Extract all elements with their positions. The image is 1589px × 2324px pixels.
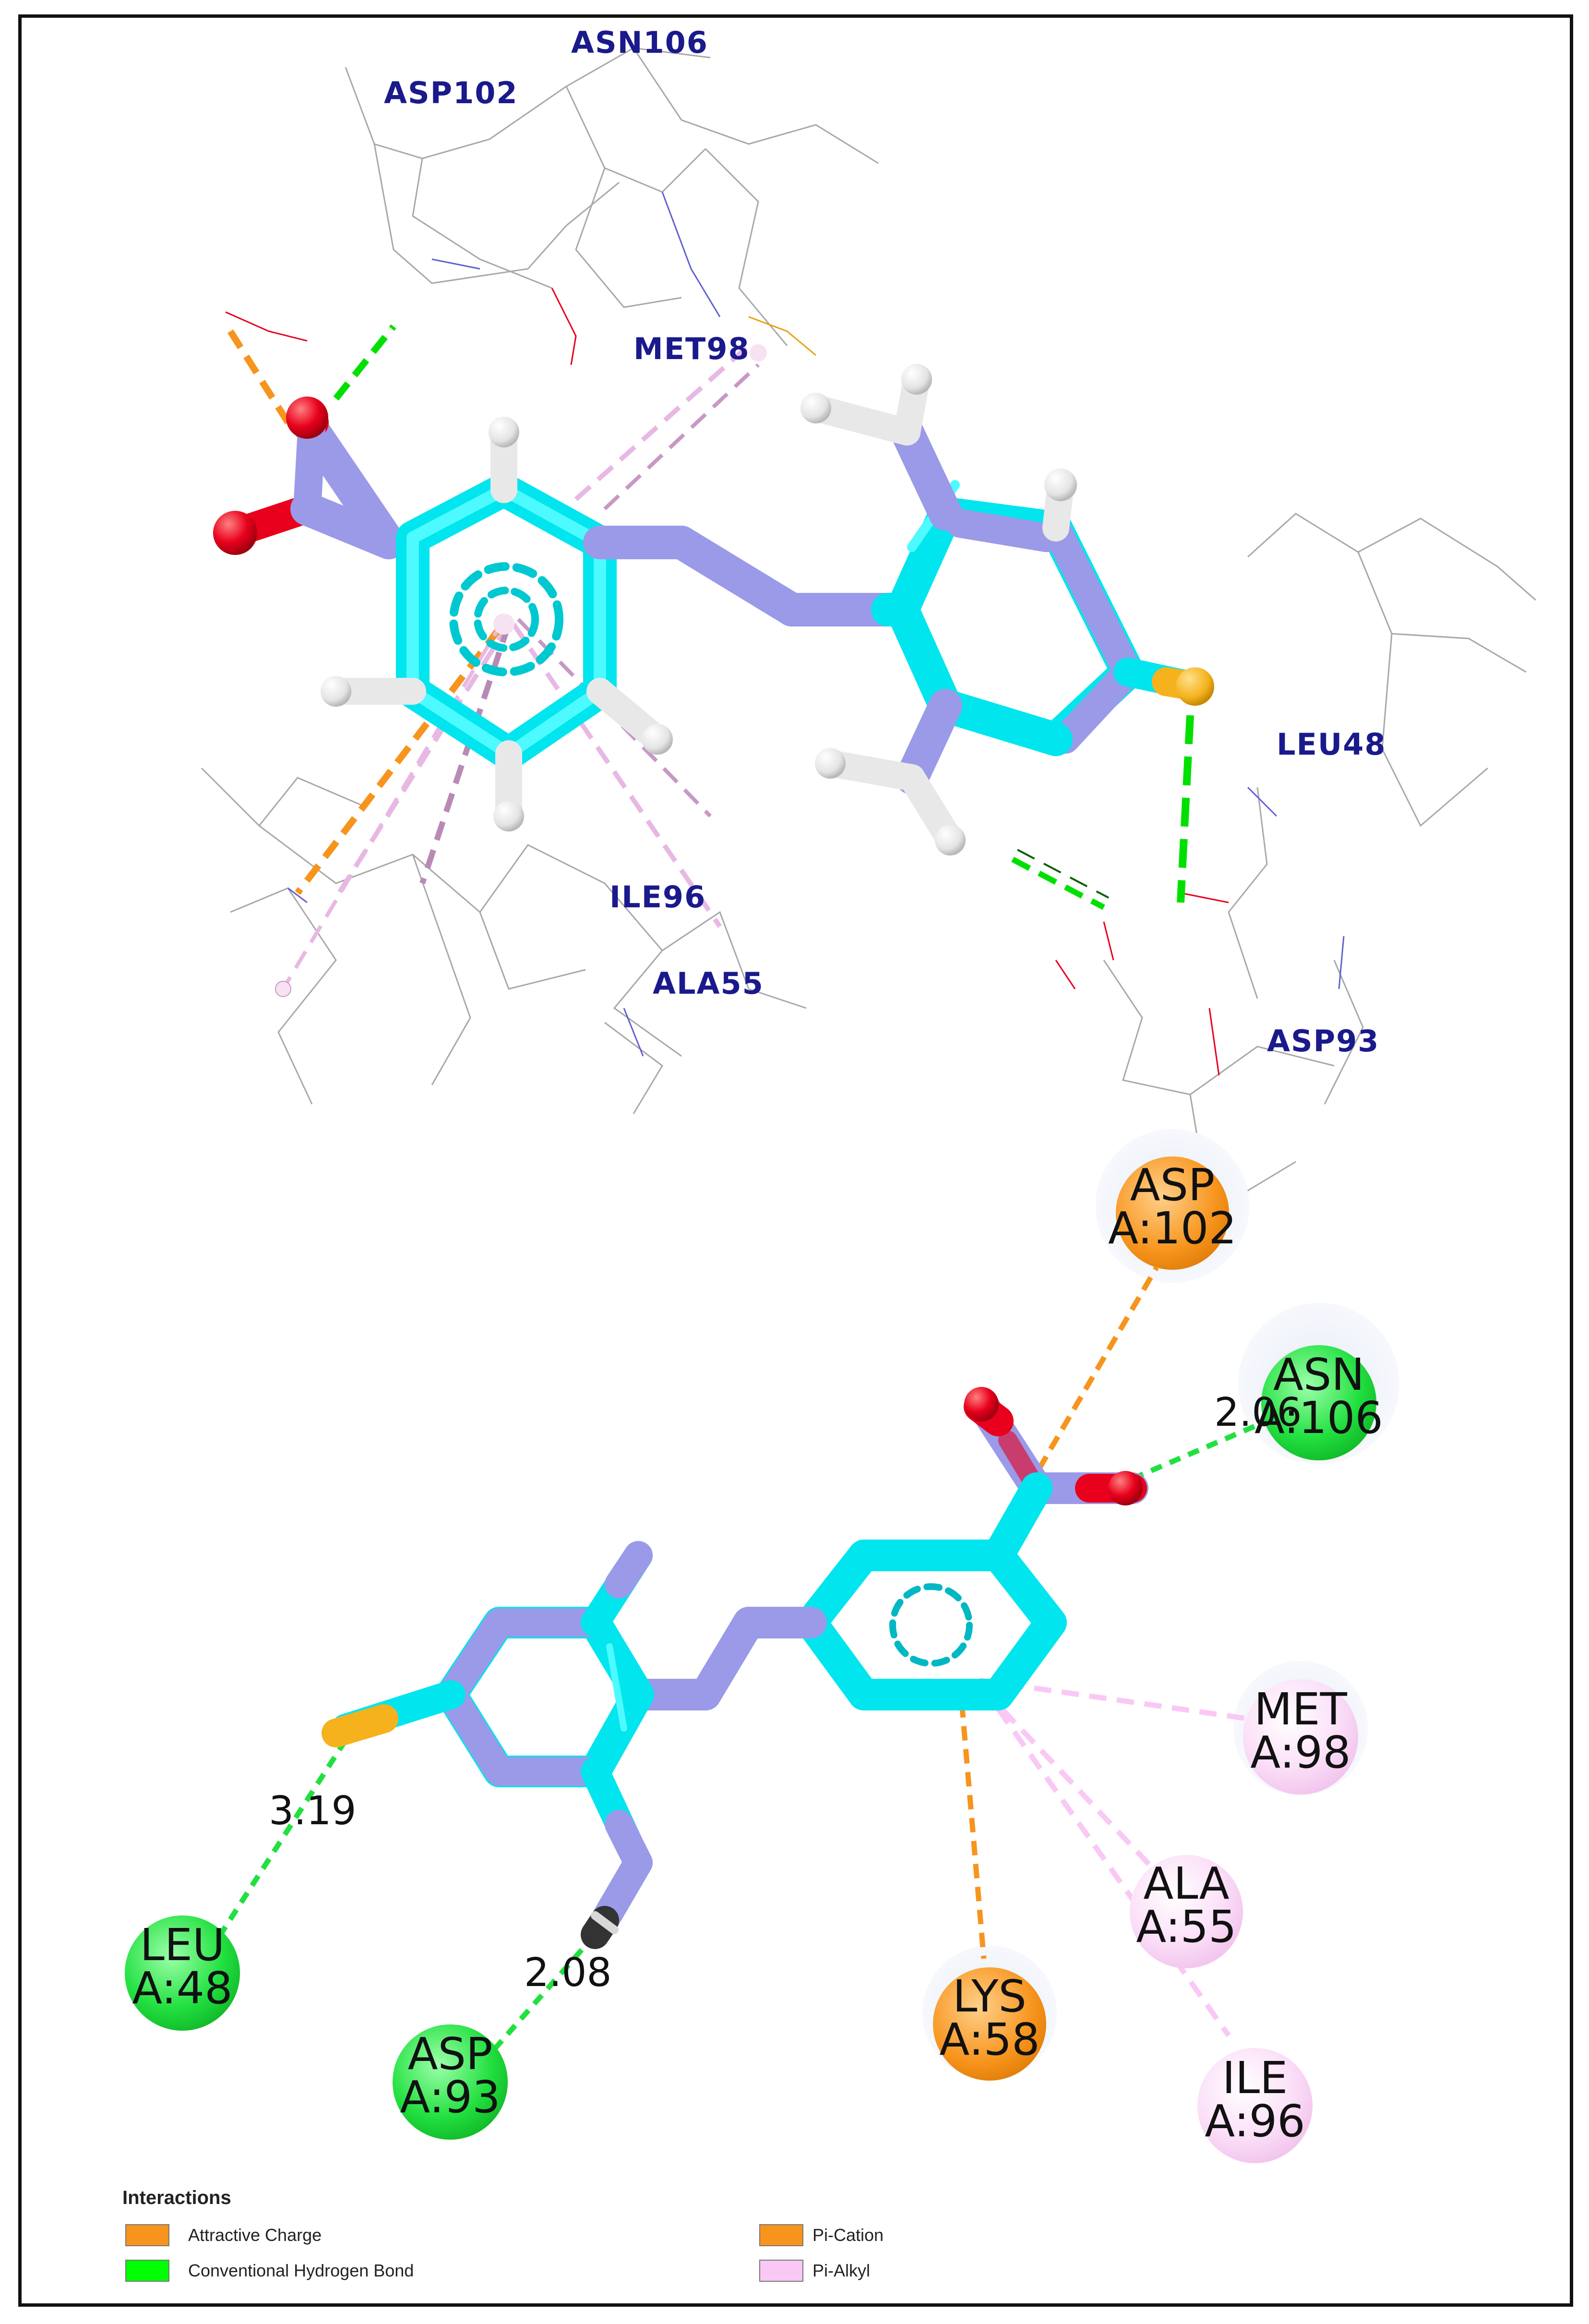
residue-id: A:55: [1136, 1901, 1236, 1952]
interactions-3d: [227, 324, 1194, 990]
residue-discs: [125, 1156, 1376, 2163]
ligand-2d: [322, 1391, 1148, 1949]
residue-id: A:93: [400, 2071, 500, 2123]
legend-swatch: [125, 2260, 169, 2282]
residue-label-3d: ALA55: [653, 966, 764, 1001]
distance-label: 2.08: [524, 1950, 612, 1996]
residue-name: ASN: [1273, 1349, 1364, 1400]
legend-swatch: [759, 2224, 803, 2246]
residue-name: ILE: [1222, 2052, 1288, 2104]
interaction-line: [209, 1739, 348, 1951]
legend-label: Pi-Alkyl: [812, 2261, 870, 2280]
protein-wireframe-heteroatoms: [225, 192, 1345, 1076]
residue-disc-pi-alkyl: [1130, 1855, 1243, 1968]
residue-label-3d: ASP102: [384, 75, 518, 110]
residue-id: A:98: [1250, 1727, 1350, 1778]
panel-3d: ASN106 ASP102 MET98 LEU48 ILE96 ALA55 AS…: [201, 25, 1536, 1192]
interaction-line: [487, 1933, 597, 2057]
residue-id: A:102: [1108, 1203, 1237, 1254]
residue-label-3d: MET98: [633, 331, 750, 366]
interaction-line: [979, 1677, 1248, 1722]
interaction-line: [996, 1707, 1231, 2037]
legend-swatch: [125, 2224, 169, 2246]
distance-label: 2.06: [1214, 1390, 1302, 1435]
legend-label: Conventional Hydrogen Bond: [188, 2261, 414, 2280]
residue-id: A:48: [132, 1963, 232, 2014]
legend: Interactions Attractive Charge Conventio…: [122, 2187, 884, 2282]
residue-label-3d: ASN106: [571, 25, 708, 60]
legend-title: Interactions: [122, 2187, 231, 2208]
interaction-line: [1131, 1418, 1268, 1481]
residue-disc-pi-cation: [933, 1967, 1046, 2081]
ligand-3d: [221, 366, 1209, 854]
residue-name: MET: [1254, 1684, 1348, 1735]
residue-name: ALA: [1143, 1858, 1229, 1909]
residue-name: LEU: [140, 1919, 225, 1971]
residue-disc-pi-alkyl: [1197, 2048, 1313, 2163]
residue-disc-hbond: [125, 1915, 240, 2031]
interaction-line: [1037, 1266, 1159, 1470]
residue-name: LYS: [953, 1971, 1027, 2022]
residue-id: A:106: [1254, 1392, 1383, 1444]
residue-label-3d: ASP93: [1267, 1024, 1379, 1059]
residue-id: A:58: [939, 2014, 1039, 2065]
figure-frame: [18, 14, 1573, 2307]
interaction-line: [957, 1680, 987, 1959]
interactions-2d: [209, 1266, 1268, 2057]
panel-2d: ASP A:102 ASN A:106 MET A:98 ALA A:55 IL…: [125, 1129, 1399, 2163]
residue-disc-attractive-charge: [1116, 1156, 1229, 1270]
legend-swatch: [759, 2260, 803, 2282]
interaction-line: [982, 1688, 1159, 1874]
residue-label-3d: ILE96: [609, 879, 706, 915]
distance-label: 3.19: [269, 1788, 357, 1834]
oxygen-atom: [1108, 1471, 1143, 1505]
residue-disc-hbond: [393, 2024, 508, 2140]
residue-label-3d: LEU48: [1277, 727, 1386, 762]
residue-disc-hbond: [1261, 1345, 1376, 1460]
residue-name: ASP: [1130, 1159, 1215, 1211]
legend-label: Attractive Charge: [188, 2225, 322, 2245]
oxygen-atom: [964, 1387, 999, 1421]
residue-disc-pi-alkyl: [1243, 1679, 1358, 1794]
ligand-3d-atoms: [213, 364, 1214, 855]
residue-name: ASP: [408, 2028, 493, 2080]
legend-label: Pi-Cation: [812, 2225, 884, 2245]
residue-id: A:96: [1205, 2095, 1305, 2147]
